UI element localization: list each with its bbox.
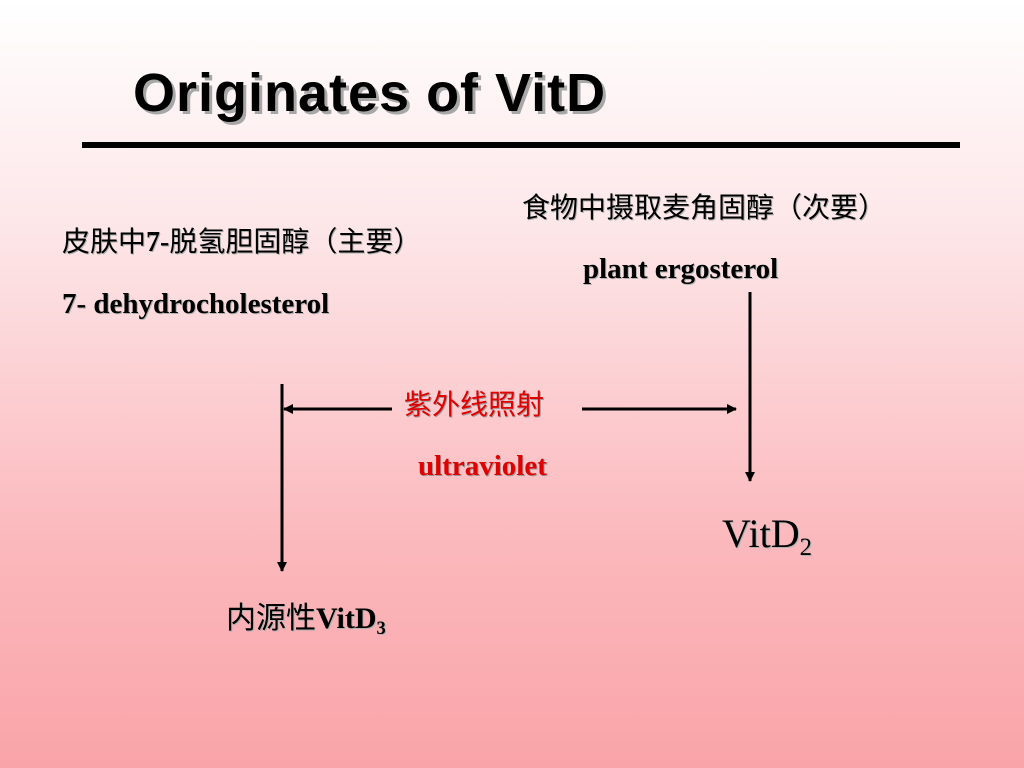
- uv-label-en: ultraviolet: [418, 450, 547, 482]
- skin-source-number: 7-: [146, 227, 170, 258]
- plant-ergosterol-label: plant ergosterol: [583, 253, 779, 285]
- skin-source-text-b: 脱氢胆固醇（主要）: [169, 225, 422, 258]
- skin-source-label-cn: 皮肤中7-脱氢胆固醇（主要）: [62, 222, 421, 263]
- vitd2-base: VitD: [722, 511, 800, 556]
- title-underline: [82, 142, 960, 148]
- dehydrocholesterol-label: 7- dehydrocholesterol: [62, 288, 330, 320]
- food-source-label-cn: 食物中摄取麦角固醇（次要）: [522, 191, 887, 224]
- endogenous-vitd-base: VitD: [316, 602, 377, 635]
- endogenous-text: 内源性: [226, 601, 316, 636]
- vitd2-label: VitD2: [722, 508, 812, 566]
- slide-title: Originates of VitD: [133, 63, 607, 123]
- skin-source-text-a: 皮肤中: [62, 225, 147, 258]
- endogenous-vitd3-label: 内源性VitD3: [226, 598, 386, 644]
- endogenous-subscript: 3: [376, 617, 386, 639]
- uv-label-cn: 紫外线照射: [404, 388, 545, 421]
- vitd2-subscript: 2: [799, 533, 813, 561]
